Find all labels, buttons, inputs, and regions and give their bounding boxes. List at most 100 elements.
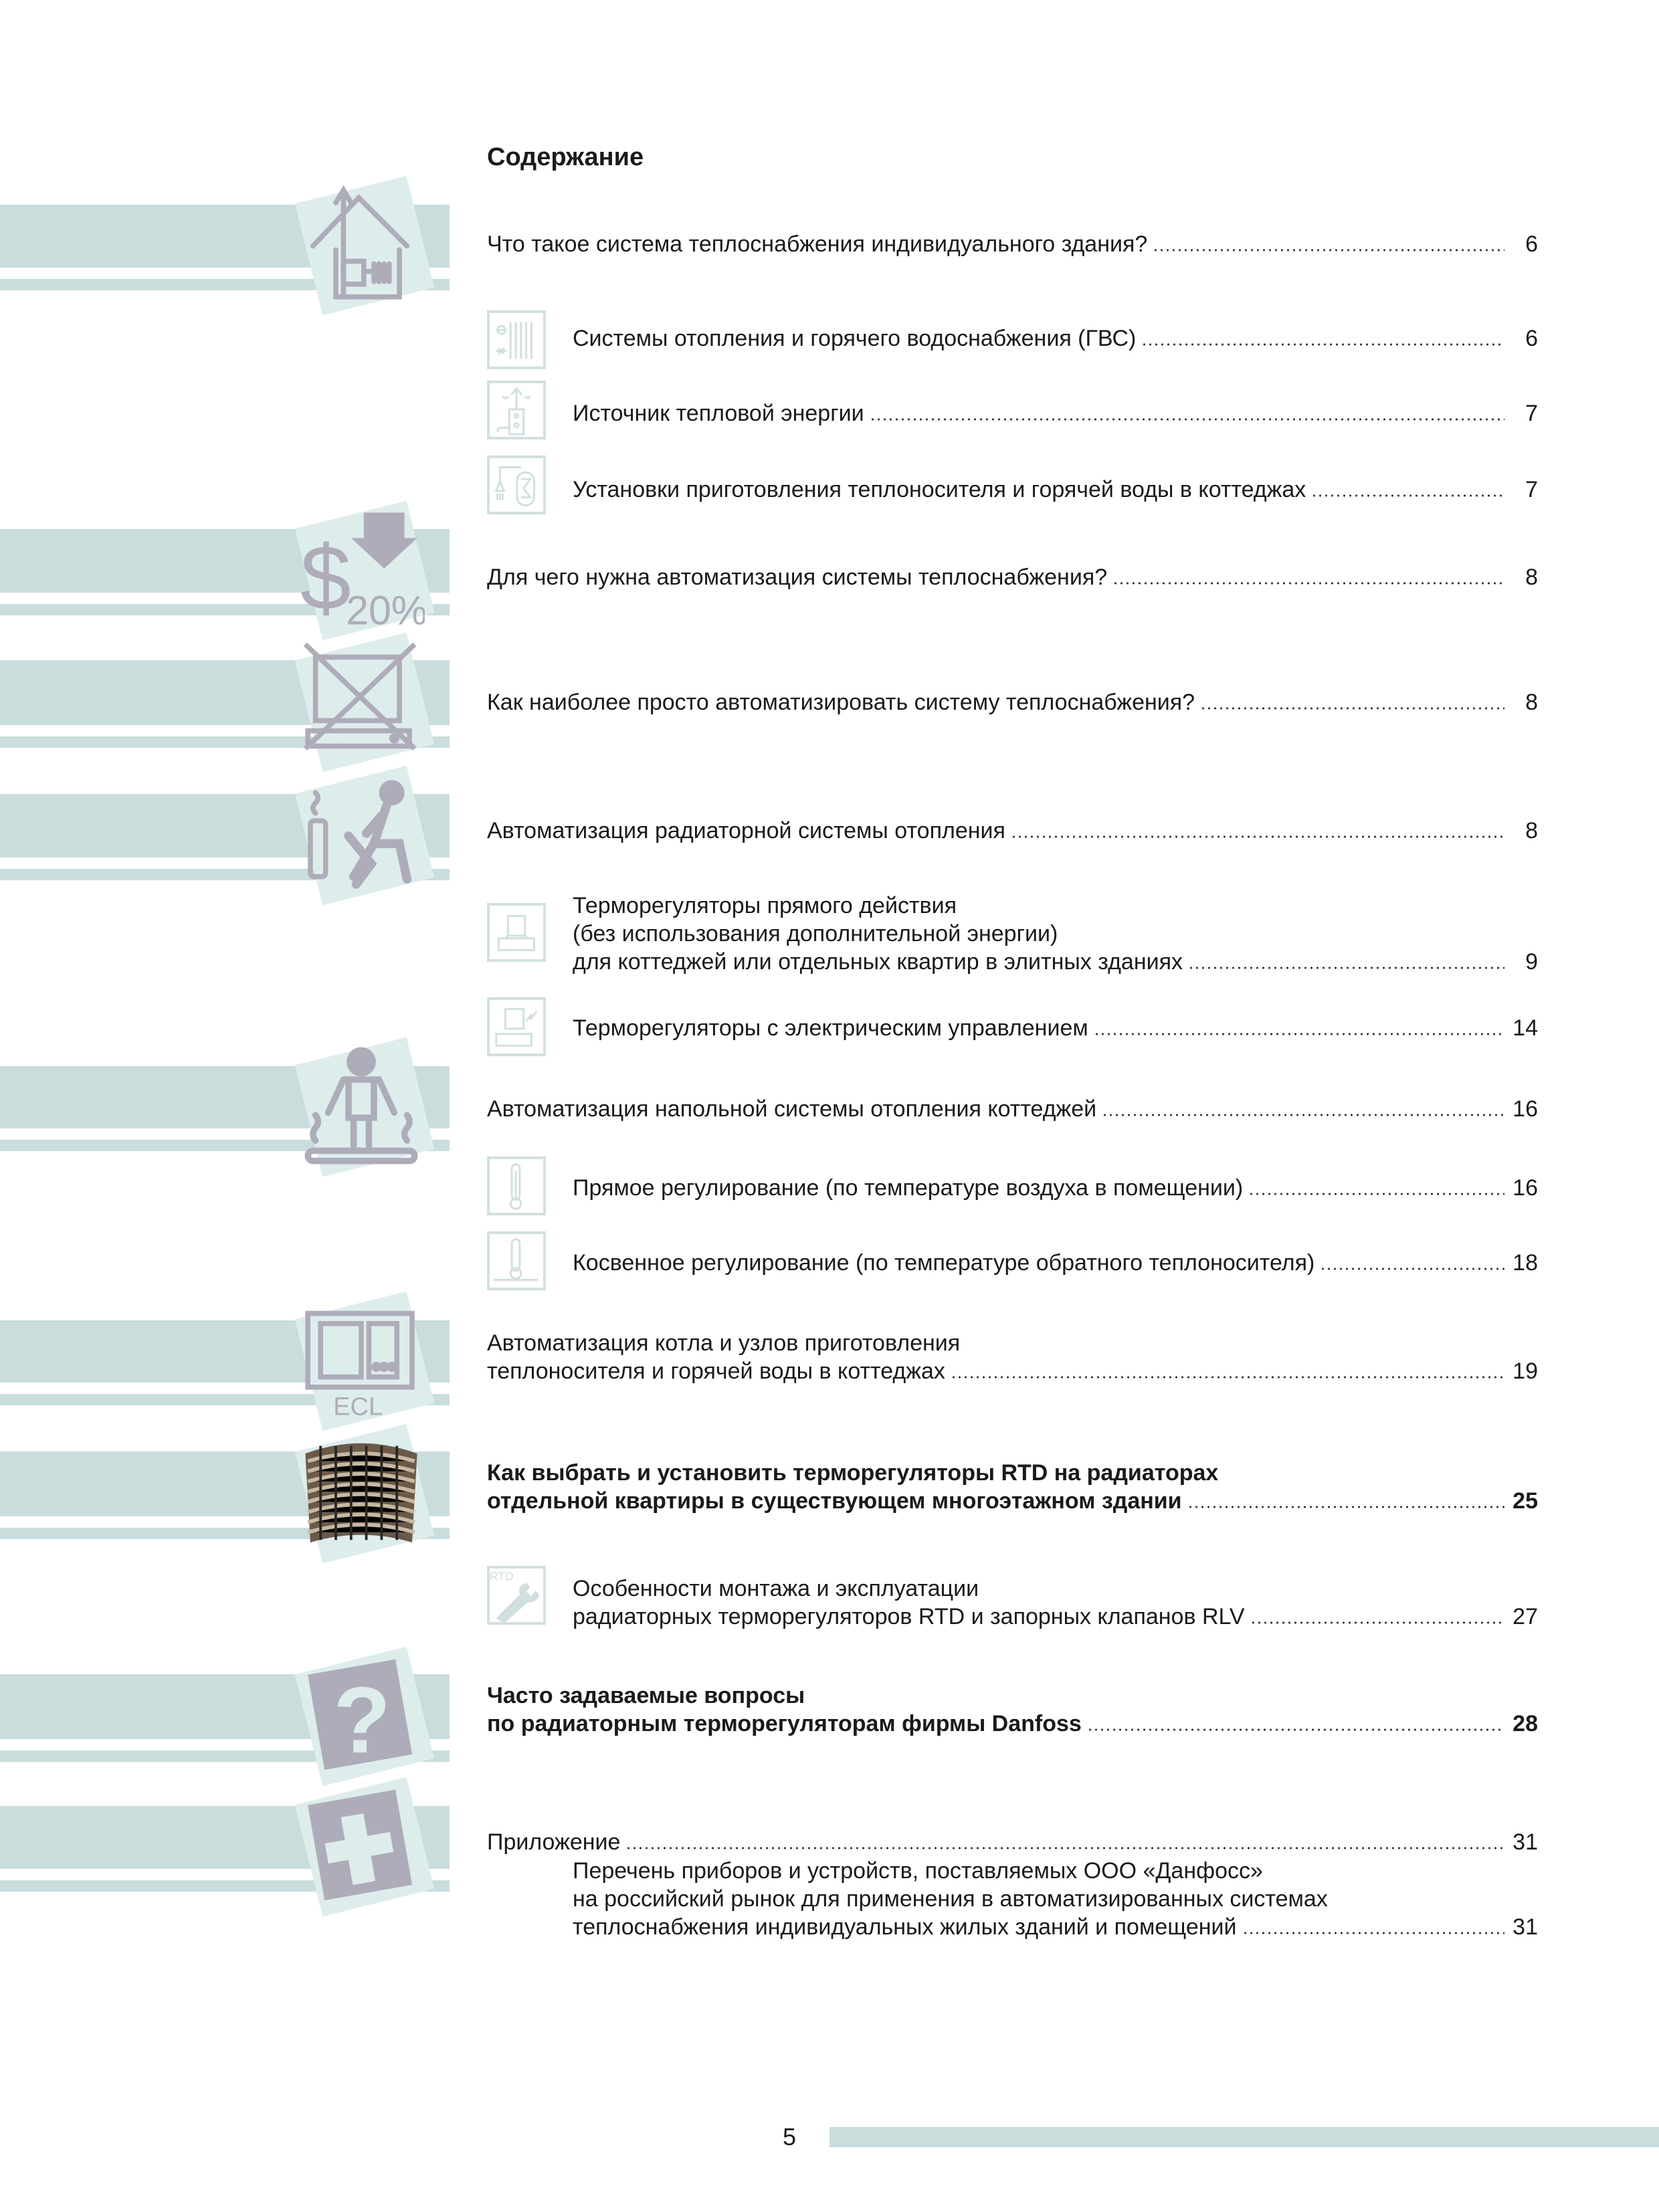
page-title: Содержание — [487, 143, 644, 171]
heat-exchanger-icon — [487, 456, 546, 514]
dot-leader — [1242, 1932, 1504, 1934]
toc-page-number: 16 — [1512, 1096, 1538, 1122]
toc-entry[interactable]: Системы отопления и горячего водоснабжен… — [573, 324, 1538, 353]
toc-entry-line: (без использования дополнительной энерги… — [573, 920, 1538, 948]
toc-entry-text: теплоснабжения индивидуальных жилых здан… — [573, 1914, 1237, 1940]
toc-entry-text: (без использования дополнительной энерги… — [573, 921, 1058, 946]
svg-text:RTD: RTD — [490, 1570, 514, 1583]
dot-leader — [1250, 1621, 1504, 1624]
toc-page-number: 7 — [1525, 477, 1538, 502]
dot-leader — [1188, 967, 1504, 969]
toc-entry-line: по радиаторным терморегуляторам фирмы Da… — [487, 1710, 1538, 1738]
toc-page-number: 28 — [1512, 1711, 1538, 1736]
footer-bar — [830, 2127, 1659, 2147]
toc-entry-line: Терморегуляторы прямого действия — [573, 892, 1538, 920]
dot-leader — [1311, 494, 1504, 497]
toc-entry-text: Приложение — [487, 1829, 621, 1855]
toc-entry-text: Особенности монтажа и эксплуатации — [573, 1576, 979, 1601]
toc-entry-text: Автоматизация напольной системы отоплени… — [487, 1096, 1097, 1122]
toc-page-number: 9 — [1525, 949, 1538, 975]
toc-page-number: 8 — [1525, 565, 1538, 590]
dot-leader — [625, 1847, 1504, 1849]
apartment-building-icon — [298, 1428, 425, 1555]
toc-entry-text: для коттеджей или отдельных квартир в эл… — [573, 949, 1183, 975]
toc-entry[interactable]: Автоматизация радиаторной системы отопле… — [487, 817, 1538, 845]
toc-entry[interactable]: Что такое система теплоснабжения индивид… — [487, 230, 1538, 258]
toc-entry[interactable]: Для чего нужна автоматизация системы теп… — [487, 563, 1538, 591]
toc-entry[interactable]: Автоматизация напольной системы отоплени… — [487, 1095, 1538, 1123]
toc-entry-text: Что такое система теплоснабжения индивид… — [487, 231, 1148, 257]
toc-entry-line: Терморегуляторы с электрическим управлен… — [573, 1014, 1538, 1042]
dot-leader — [1187, 1506, 1504, 1508]
dot-leader — [1093, 1033, 1504, 1035]
toc-entry-line: теплоснабжения индивидуальных жилых здан… — [573, 1913, 1538, 1941]
toc-entry-text: Системы отопления и горячего водоснабжен… — [573, 326, 1137, 351]
dot-leader — [1153, 249, 1504, 252]
svg-text:ECL: ECL — [333, 1393, 383, 1421]
dot-leader — [1112, 582, 1504, 585]
toc-entry-line: Особенности монтажа и эксплуатации — [573, 1575, 1538, 1603]
toc-entry[interactable]: Терморегуляторы с электрическим управлен… — [573, 1014, 1538, 1042]
toc-entry-text: Терморегуляторы прямого действия — [573, 893, 957, 918]
toc-entry[interactable]: Косвенное регулирование (по температуре … — [573, 1249, 1538, 1277]
toc-entry-line: Для чего нужна автоматизация системы теп… — [487, 563, 1538, 591]
toc-entry-text: Часто задаваемые вопросы — [487, 1683, 805, 1708]
toc-entry[interactable]: Установки приготовления теплоносителя и … — [573, 476, 1538, 504]
toc-page-number: 25 — [1512, 1488, 1538, 1514]
toc-entry-line: радиаторных терморегуляторов RTD и запор… — [573, 1603, 1538, 1631]
toc-entry-line: Установки приготовления теплоносителя и … — [573, 476, 1538, 504]
toc-page-number: 6 — [1525, 326, 1538, 351]
svg-text:$: $ — [300, 526, 351, 628]
toc-entry-text: Прямое регулирование (по температуре воз… — [573, 1175, 1244, 1201]
toc-entry-text: Установки приготовления теплоносителя и … — [573, 477, 1306, 502]
toc-entry-line: Часто задаваемые вопросы — [487, 1682, 1538, 1710]
boiler-source-icon — [487, 381, 546, 439]
dot-leader — [1010, 835, 1504, 838]
toc-entry-line: Автоматизация радиаторной системы отопле… — [487, 817, 1538, 845]
toc-entry[interactable]: Терморегуляторы прямого действия (без исп… — [573, 892, 1538, 976]
toc-page-number: 7 — [1525, 401, 1538, 426]
room-thermometer-icon — [487, 1157, 546, 1215]
dot-leader — [869, 418, 1504, 421]
toc-entry-text: Косвенное регулирование (по температуре … — [573, 1250, 1315, 1276]
toc-page-number: 19 — [1512, 1359, 1538, 1384]
toc-entry-line: Источник тепловой энергии 7 — [573, 399, 1538, 427]
toc-entry-line: отдельной квартиры в существующем многоэ… — [487, 1487, 1538, 1515]
svg-text:20%: 20% — [346, 587, 425, 631]
toc-entry-text: Как выбрать и установить терморегуляторы… — [487, 1460, 1219, 1486]
toc-entry-text: Как наиболее просто автоматизировать сис… — [487, 690, 1195, 715]
toc-entry-text: на российский рынок для применения в авт… — [573, 1886, 1328, 1912]
toc-page-number: 14 — [1512, 1015, 1538, 1041]
toc-entry[interactable]: Как наиболее просто автоматизировать сис… — [487, 688, 1538, 716]
toc-entry[interactable]: Приложение 31 — [487, 1828, 1538, 1856]
toc-entry-line: Что такое система теплоснабжения индивид… — [487, 230, 1538, 258]
toc-entry-text: Источник тепловой энергии — [573, 401, 864, 426]
dot-leader — [1320, 1268, 1504, 1270]
toc-page-number: 6 — [1525, 231, 1538, 257]
toc-entry[interactable]: Особенности монтажа и эксплуатации радиат… — [573, 1575, 1538, 1631]
toc-entry[interactable]: Автоматизация котла и узлов приготовлени… — [487, 1329, 1538, 1385]
toc-entry-line: Перечень приборов и устройств, поставляе… — [573, 1857, 1538, 1885]
svg-text:?: ? — [333, 1668, 391, 1773]
toc-entry[interactable]: Прямое регулирование (по температуре воз… — [573, 1174, 1538, 1202]
dot-leader — [1086, 1728, 1504, 1731]
toc-entry-line: для коттеджей или отдельных квартир в эл… — [573, 948, 1538, 976]
toc-page-number: 31 — [1512, 1829, 1538, 1855]
toc-entry-line: Косвенное регулирование (по температуре … — [573, 1249, 1538, 1277]
toc-page-number: 8 — [1525, 818, 1538, 843]
toc-entry-line: теплоносителя и горячей воды в коттеджах… — [487, 1357, 1538, 1385]
toc-entry[interactable]: Часто задаваемые вопросы по радиаторным т… — [487, 1682, 1538, 1738]
toc-entry[interactable]: Как выбрать и установить терморегуляторы… — [487, 1459, 1538, 1515]
toc-entry[interactable]: Перечень приборов и устройств, поставляе… — [573, 1857, 1538, 1941]
radiator-pump-icon — [487, 310, 546, 369]
toc-entry-text: Автоматизация радиаторной системы отопле… — [487, 818, 1005, 843]
house-heating-icon — [298, 180, 425, 307]
toc-entry[interactable]: Источник тепловой энергии 7 — [573, 399, 1538, 427]
toc-entry-text: радиаторных терморегуляторов RTD и запор… — [573, 1604, 1245, 1629]
toc-entry-line: Прямое регулирование (по температуре воз… — [573, 1174, 1538, 1202]
direct-thermostat-icon — [487, 903, 546, 962]
toc-entry-text: Автоматизация котла и узлов приготовлени… — [487, 1330, 961, 1356]
toc-entry-line: Автоматизация котла и узлов приготовлени… — [487, 1329, 1538, 1357]
toc-entry-text: по радиаторным терморегуляторам фирмы Da… — [487, 1711, 1082, 1736]
seated-person-radiator-icon — [298, 770, 425, 897]
